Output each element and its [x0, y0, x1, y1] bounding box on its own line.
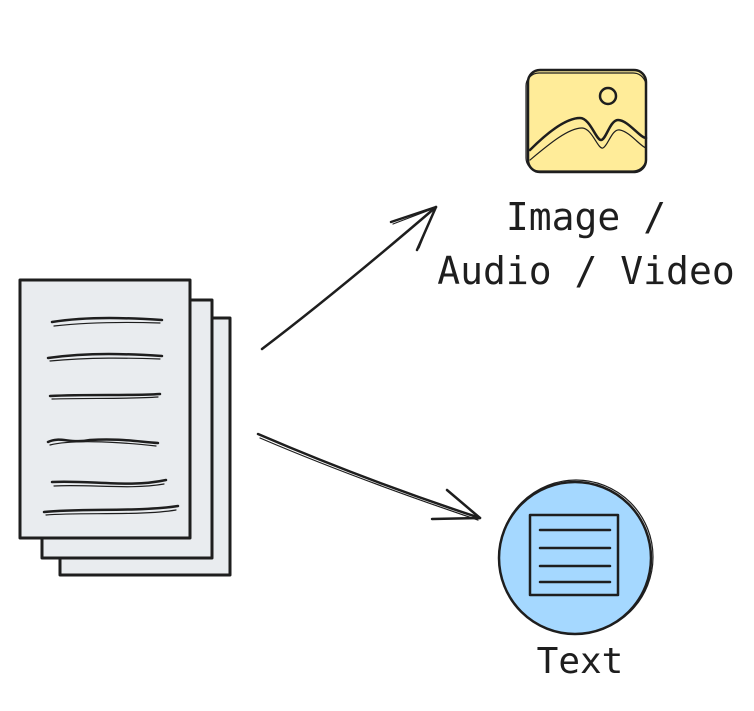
document-stack-icon: [18, 278, 232, 577]
arrow-to-media-shaft: [260, 205, 438, 351]
text-label: Text: [536, 641, 624, 682]
image-icon-sun: [598, 86, 618, 106]
arrow-to-media: [260, 205, 438, 351]
image-icon: [525, 68, 648, 174]
document-text-lines: [42, 316, 180, 516]
arrow-to-text-shaft: [256, 432, 482, 520]
media-label-line1: Image /: [505, 195, 667, 239]
arrow-to-text: [256, 432, 482, 521]
arrow-to-text-head: [430, 488, 482, 521]
text-document-icon: [497, 479, 654, 636]
text-icon-lines: [538, 528, 612, 584]
media-label-line2: Audio / Video: [437, 249, 735, 293]
media-label: Image / Audio / Video: [436, 190, 736, 298]
image-icon-mountains: [528, 116, 648, 152]
